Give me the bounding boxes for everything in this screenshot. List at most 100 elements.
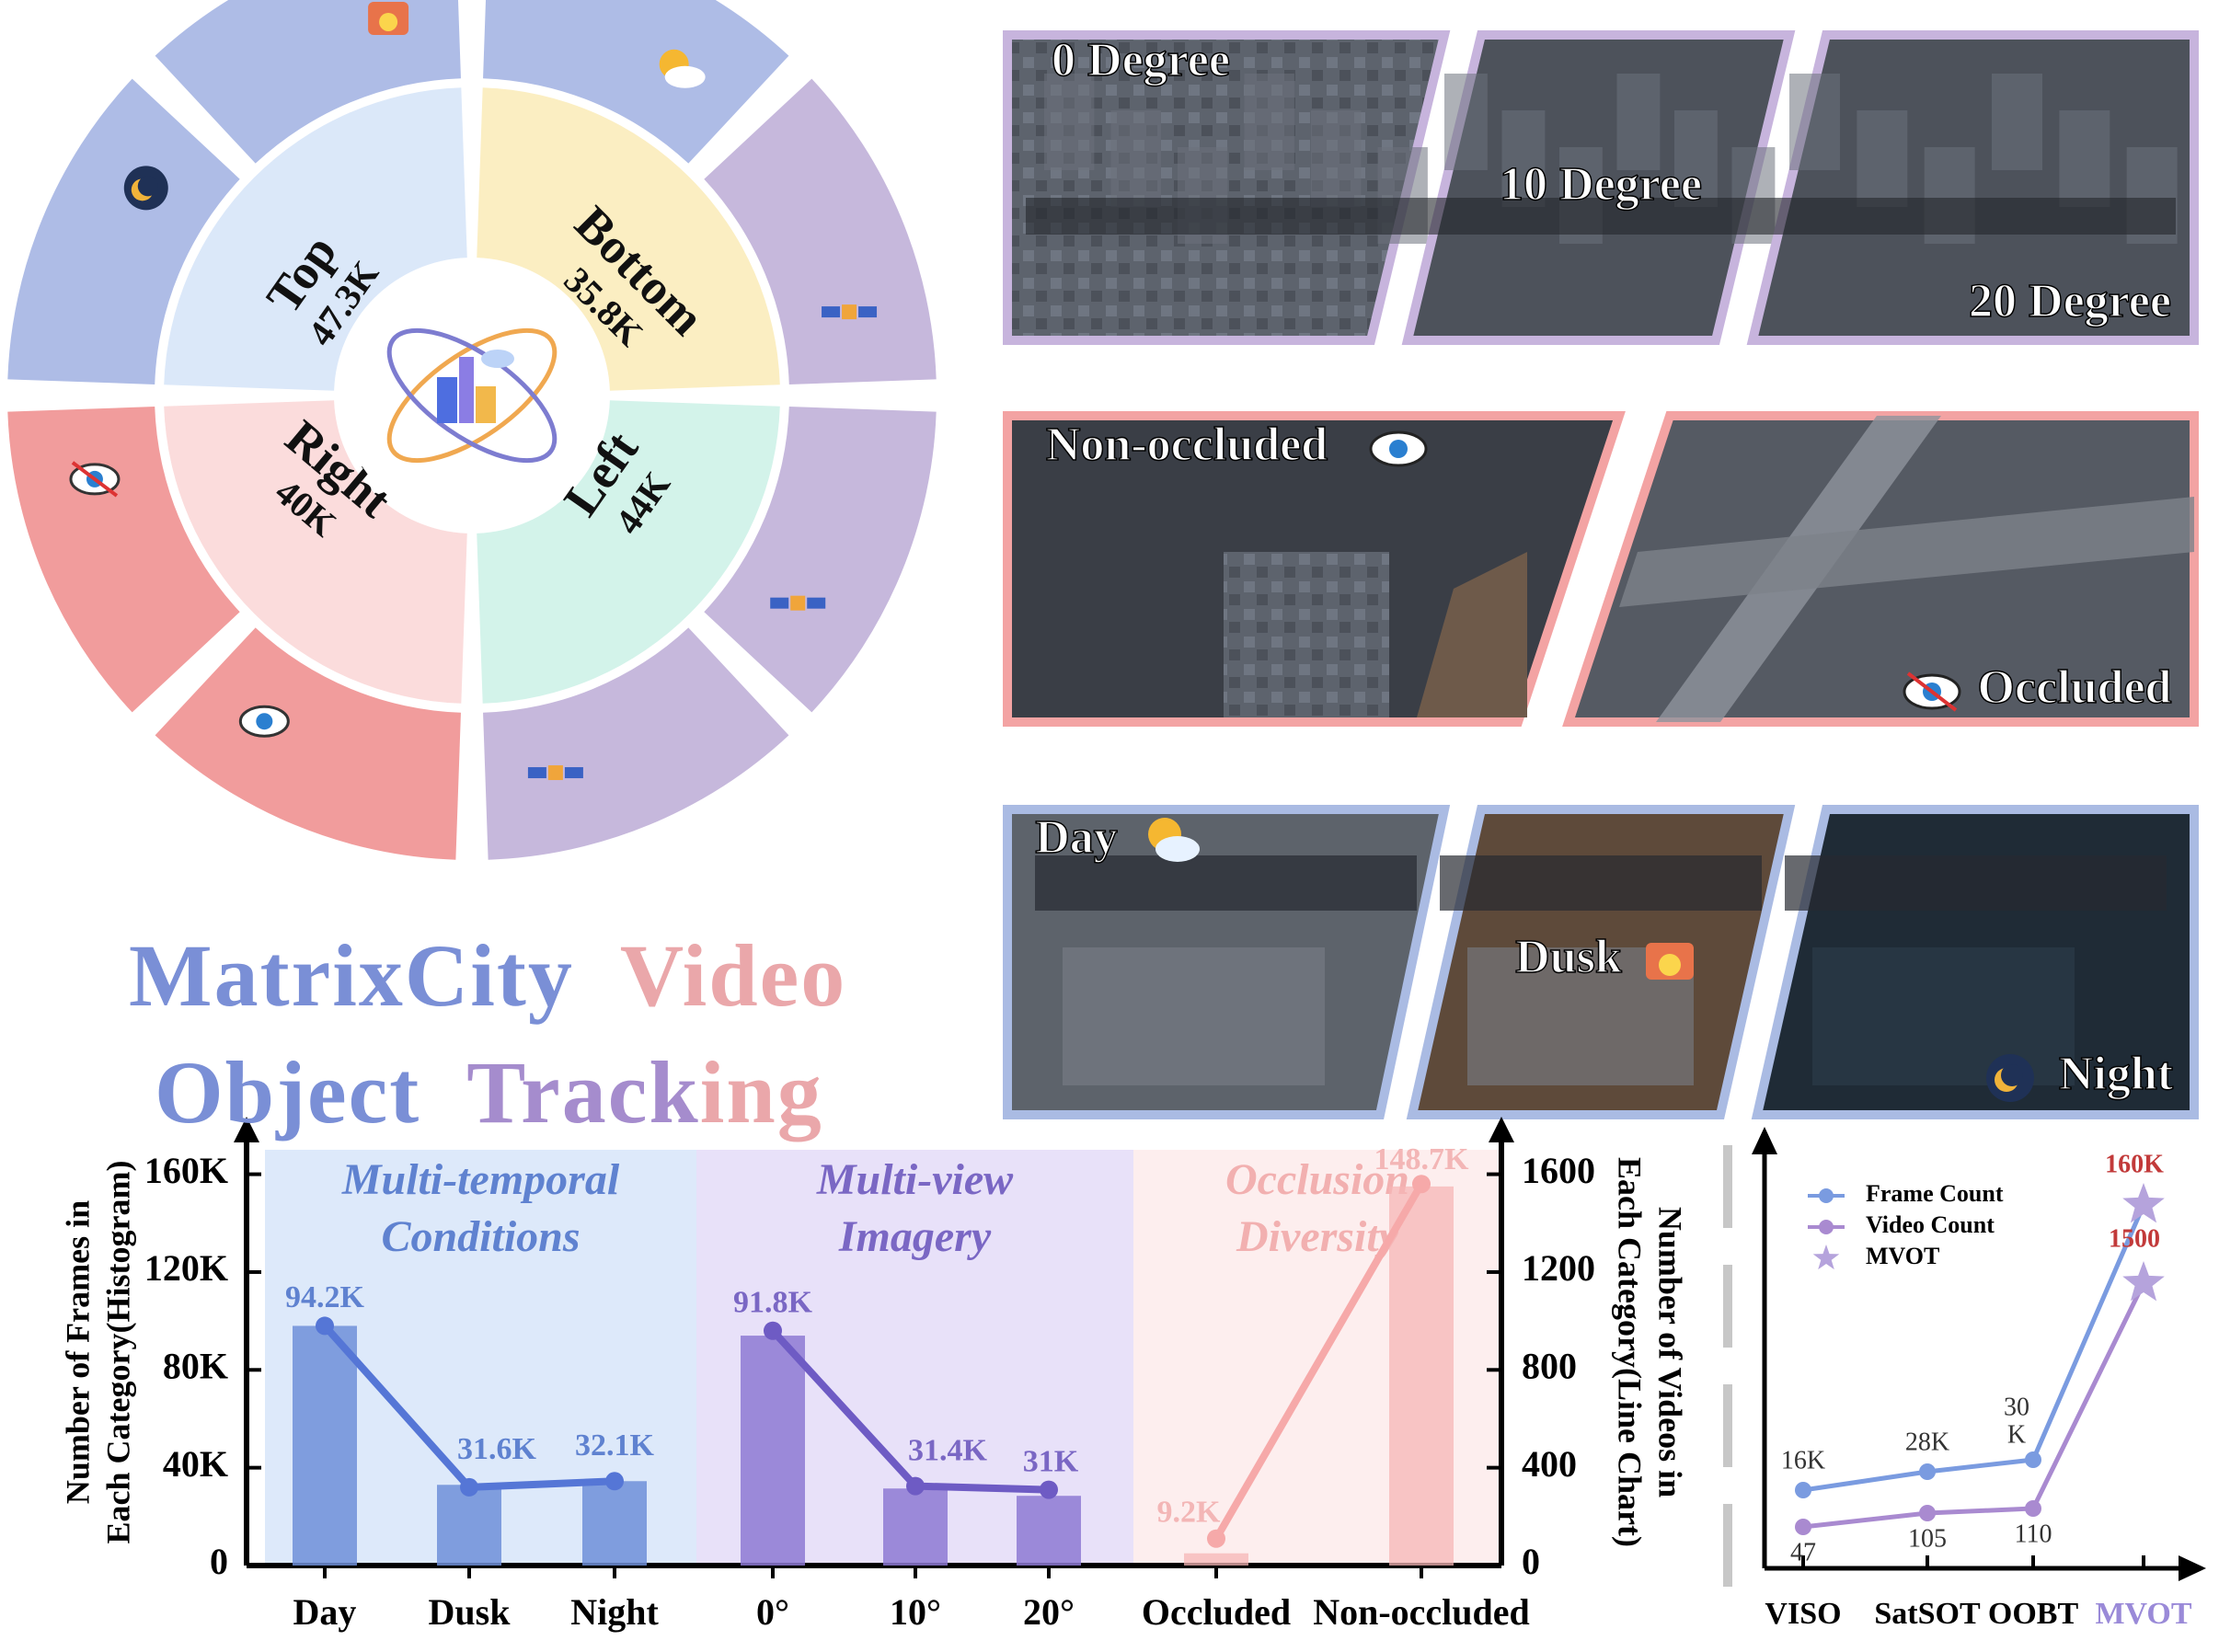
building-block <box>1244 74 1294 170</box>
title-track: Track <box>466 1043 700 1141</box>
eye-cross <box>1906 671 1958 712</box>
moon-icon <box>123 166 168 211</box>
y2-tick-label: 1600 <box>1522 1150 1595 1191</box>
wheel-outer-segment: 20° <box>483 627 789 860</box>
comp-data-label: 160K <box>2105 1150 2164 1178</box>
data-label: 31.4K <box>908 1433 988 1467</box>
eye-icon <box>1369 430 1428 467</box>
satellite-body <box>547 765 563 781</box>
title-video: Video <box>619 926 847 1025</box>
eye-cross <box>71 461 119 498</box>
building-block <box>1044 74 1095 170</box>
wheel-inner-segment-shape <box>164 400 467 704</box>
cloud <box>481 350 514 368</box>
data-label: 94.2K <box>285 1280 365 1314</box>
comp-data-label: 105 <box>1908 1524 1947 1553</box>
wheel-outer-segment-shape <box>155 0 461 164</box>
city-atom-icon <box>386 327 558 464</box>
comp-series-point <box>1795 1519 1811 1535</box>
comp-data-label: 28K <box>1905 1428 1949 1456</box>
y2-axis-arrow <box>1489 1117 1514 1142</box>
panel-time-2 <box>1751 805 2199 1119</box>
bar <box>437 1485 501 1566</box>
bar <box>293 1325 357 1566</box>
comp-x-label: OOBT <box>1988 1597 2079 1631</box>
satellite-icon <box>822 304 878 320</box>
building-block <box>1857 110 1908 207</box>
legend-marker <box>1819 1220 1834 1234</box>
comp-series-point <box>1795 1482 1811 1498</box>
cloud <box>1155 836 1200 862</box>
x-tick-label: Day <box>293 1591 357 1633</box>
comp-series-line <box>1802 1281 2146 1530</box>
eye-pupil <box>256 713 273 730</box>
wheel-inner-segment-shape <box>477 87 780 391</box>
x-tick-label: 0° <box>756 1591 789 1633</box>
building-block <box>2059 110 2110 207</box>
comp-data-label-line: 160K <box>2105 1150 2164 1178</box>
satellite-icon <box>527 765 583 781</box>
wheel-outer-segment-shape <box>7 78 240 384</box>
panel-occlusion-0 <box>1003 411 1626 727</box>
y-axis-label-text-line: Each Category(Histogram) <box>99 1161 136 1544</box>
series-point <box>1412 1175 1431 1194</box>
series-point <box>906 1476 925 1496</box>
legend-label: MVOT <box>1866 1243 1939 1269</box>
sunset-sun <box>379 12 398 31</box>
comp-data-label-line: 47 <box>1790 1538 1816 1566</box>
y2-tick-label: 0 <box>1522 1541 1540 1582</box>
legend-label: Video Count <box>1866 1211 1995 1238</box>
data-label: 32.1K <box>575 1428 655 1463</box>
wheel-inner-segment-shape <box>164 87 467 391</box>
sunset-icon <box>368 1 409 35</box>
y2-tick-label: 1200 <box>1522 1247 1595 1289</box>
panel-label-day: Day <box>1035 811 1118 864</box>
building-block <box>1417 552 1527 717</box>
comp-data-label: 1500 <box>2109 1224 2160 1253</box>
road <box>1426 198 1771 235</box>
building-block <box>1501 110 1546 207</box>
road <box>1440 855 1762 911</box>
data-label: 9.2K <box>1157 1496 1222 1530</box>
sun-cloud-icon <box>659 49 706 88</box>
y-axis-label-text-line: Number of Frames in <box>59 1200 96 1504</box>
moon-cut <box>137 176 158 197</box>
wheel-outer-segment-shape <box>483 0 789 164</box>
wheel-outer-segment: Day <box>483 0 789 164</box>
comp-x-label: MVOT <box>2095 1597 2191 1631</box>
comp-data-label: 16K <box>1781 1446 1825 1474</box>
overpass <box>1619 497 2194 607</box>
comp-x-label: VISO <box>1765 1597 1841 1631</box>
building-block <box>1674 110 1718 207</box>
building-block <box>1224 552 1389 717</box>
y-tick-label: 120K <box>144 1247 228 1289</box>
comp-data-label: 47 <box>1790 1538 1816 1566</box>
wheel-outer-segment: 10° <box>704 407 937 713</box>
bar <box>741 1336 805 1566</box>
y-tick-label: 160K <box>144 1150 228 1191</box>
comp-x-label: SatSOT <box>1874 1597 1981 1631</box>
group-title-line: Multi-view <box>816 1155 1014 1204</box>
sun-cloud-icon <box>1148 818 1200 862</box>
y-axis-arrow <box>234 1117 259 1142</box>
data-label: 31.6K <box>457 1432 537 1466</box>
wheel-outer-segment-shape <box>704 407 937 713</box>
building-block <box>1616 74 1661 170</box>
wheel-outer-segment-shape <box>483 627 789 860</box>
wheel-outer-segment-shape <box>704 78 937 384</box>
title-line-1: MatrixCity Video <box>129 924 846 1027</box>
comp-series-point <box>2025 1500 2041 1517</box>
title-ing: ing <box>699 1043 823 1141</box>
bar <box>1389 1186 1454 1566</box>
building <box>476 386 496 423</box>
satellite-icon <box>770 595 826 611</box>
bar <box>1184 1553 1248 1566</box>
eye-crossed-icon <box>1903 671 1961 712</box>
